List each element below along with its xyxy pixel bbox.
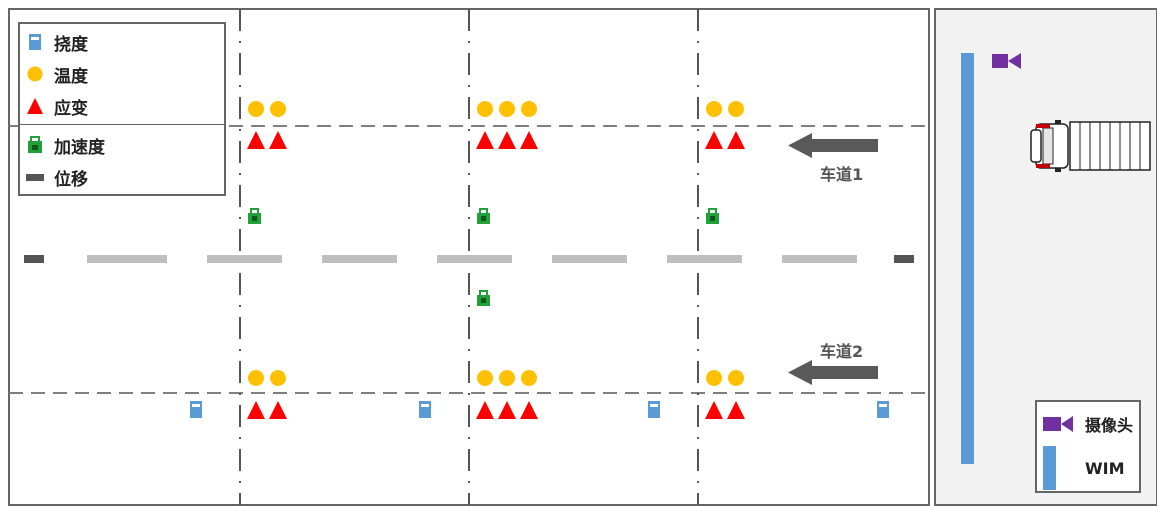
displacement-sensor-icon	[24, 255, 44, 263]
temperature-sensor-icon	[706, 101, 722, 117]
temperature-sensor-icon	[248, 101, 264, 117]
temperature-sensor-icon	[270, 370, 286, 386]
legend-item-deflection: 挠度	[26, 28, 88, 56]
temperature-sensor-icon	[499, 370, 515, 386]
wim-icon	[1043, 446, 1073, 490]
camera-icon	[1043, 415, 1073, 433]
sensor-legend: 挠度 温度 应变 加速度 位移	[18, 22, 226, 196]
displacement-sensor-icon	[894, 255, 914, 263]
legend-item-strain: 应变	[26, 92, 88, 120]
lane-dash	[87, 255, 167, 263]
deflection-sensor-icon	[648, 401, 660, 418]
lane-dash	[207, 255, 282, 263]
deflection-sensor-icon	[190, 401, 202, 418]
lane2-label: 车道2	[820, 338, 863, 362]
lane-dash	[552, 255, 627, 263]
temperature-sensor-icon	[706, 370, 722, 386]
deflection-sensor-icon	[877, 401, 889, 418]
lane-dash	[322, 255, 397, 263]
legend-label: WIM	[1085, 459, 1125, 478]
legend-label: 应变	[54, 94, 88, 119]
lane-dash	[667, 255, 742, 263]
lane-dash	[782, 255, 857, 263]
legend-label: 摄像头	[1085, 412, 1133, 436]
legend-item-temperature: 温度	[26, 60, 88, 88]
accelerometer-icon	[26, 136, 44, 154]
deflection-sensor-icon	[26, 33, 44, 51]
equipment-legend: 摄像头 WIM	[1035, 400, 1141, 493]
wim-sensor-strip	[961, 53, 974, 464]
temperature-sensor-icon	[728, 370, 744, 386]
legend-label: 挠度	[54, 30, 88, 55]
temperature-sensor-icon	[26, 65, 44, 83]
legend-item-wim: WIM	[1043, 446, 1125, 490]
legend-divider	[20, 124, 224, 125]
strain-sensor-icon	[26, 97, 44, 115]
displacement-sensor-icon	[26, 168, 44, 186]
legend-label: 温度	[54, 62, 88, 87]
temperature-sensor-icon	[728, 101, 744, 117]
temperature-sensor-icon	[521, 370, 537, 386]
legend-item-acceleration: 加速度	[26, 131, 105, 159]
lane-dash	[437, 255, 512, 263]
legend-label: 加速度	[54, 133, 105, 158]
legend-label: 位移	[54, 165, 88, 190]
legend-item-camera: 摄像头	[1043, 410, 1133, 438]
temperature-sensor-icon	[521, 101, 537, 117]
temperature-sensor-icon	[499, 101, 515, 117]
temperature-sensor-icon	[477, 370, 493, 386]
lane1-label: 车道1	[820, 161, 863, 185]
temperature-sensor-icon	[248, 370, 264, 386]
truck-icon	[1031, 120, 1150, 172]
deflection-sensor-icon	[419, 401, 431, 418]
temperature-sensor-icon	[270, 101, 286, 117]
temperature-sensor-icon	[477, 101, 493, 117]
legend-item-displacement: 位移	[26, 163, 88, 191]
